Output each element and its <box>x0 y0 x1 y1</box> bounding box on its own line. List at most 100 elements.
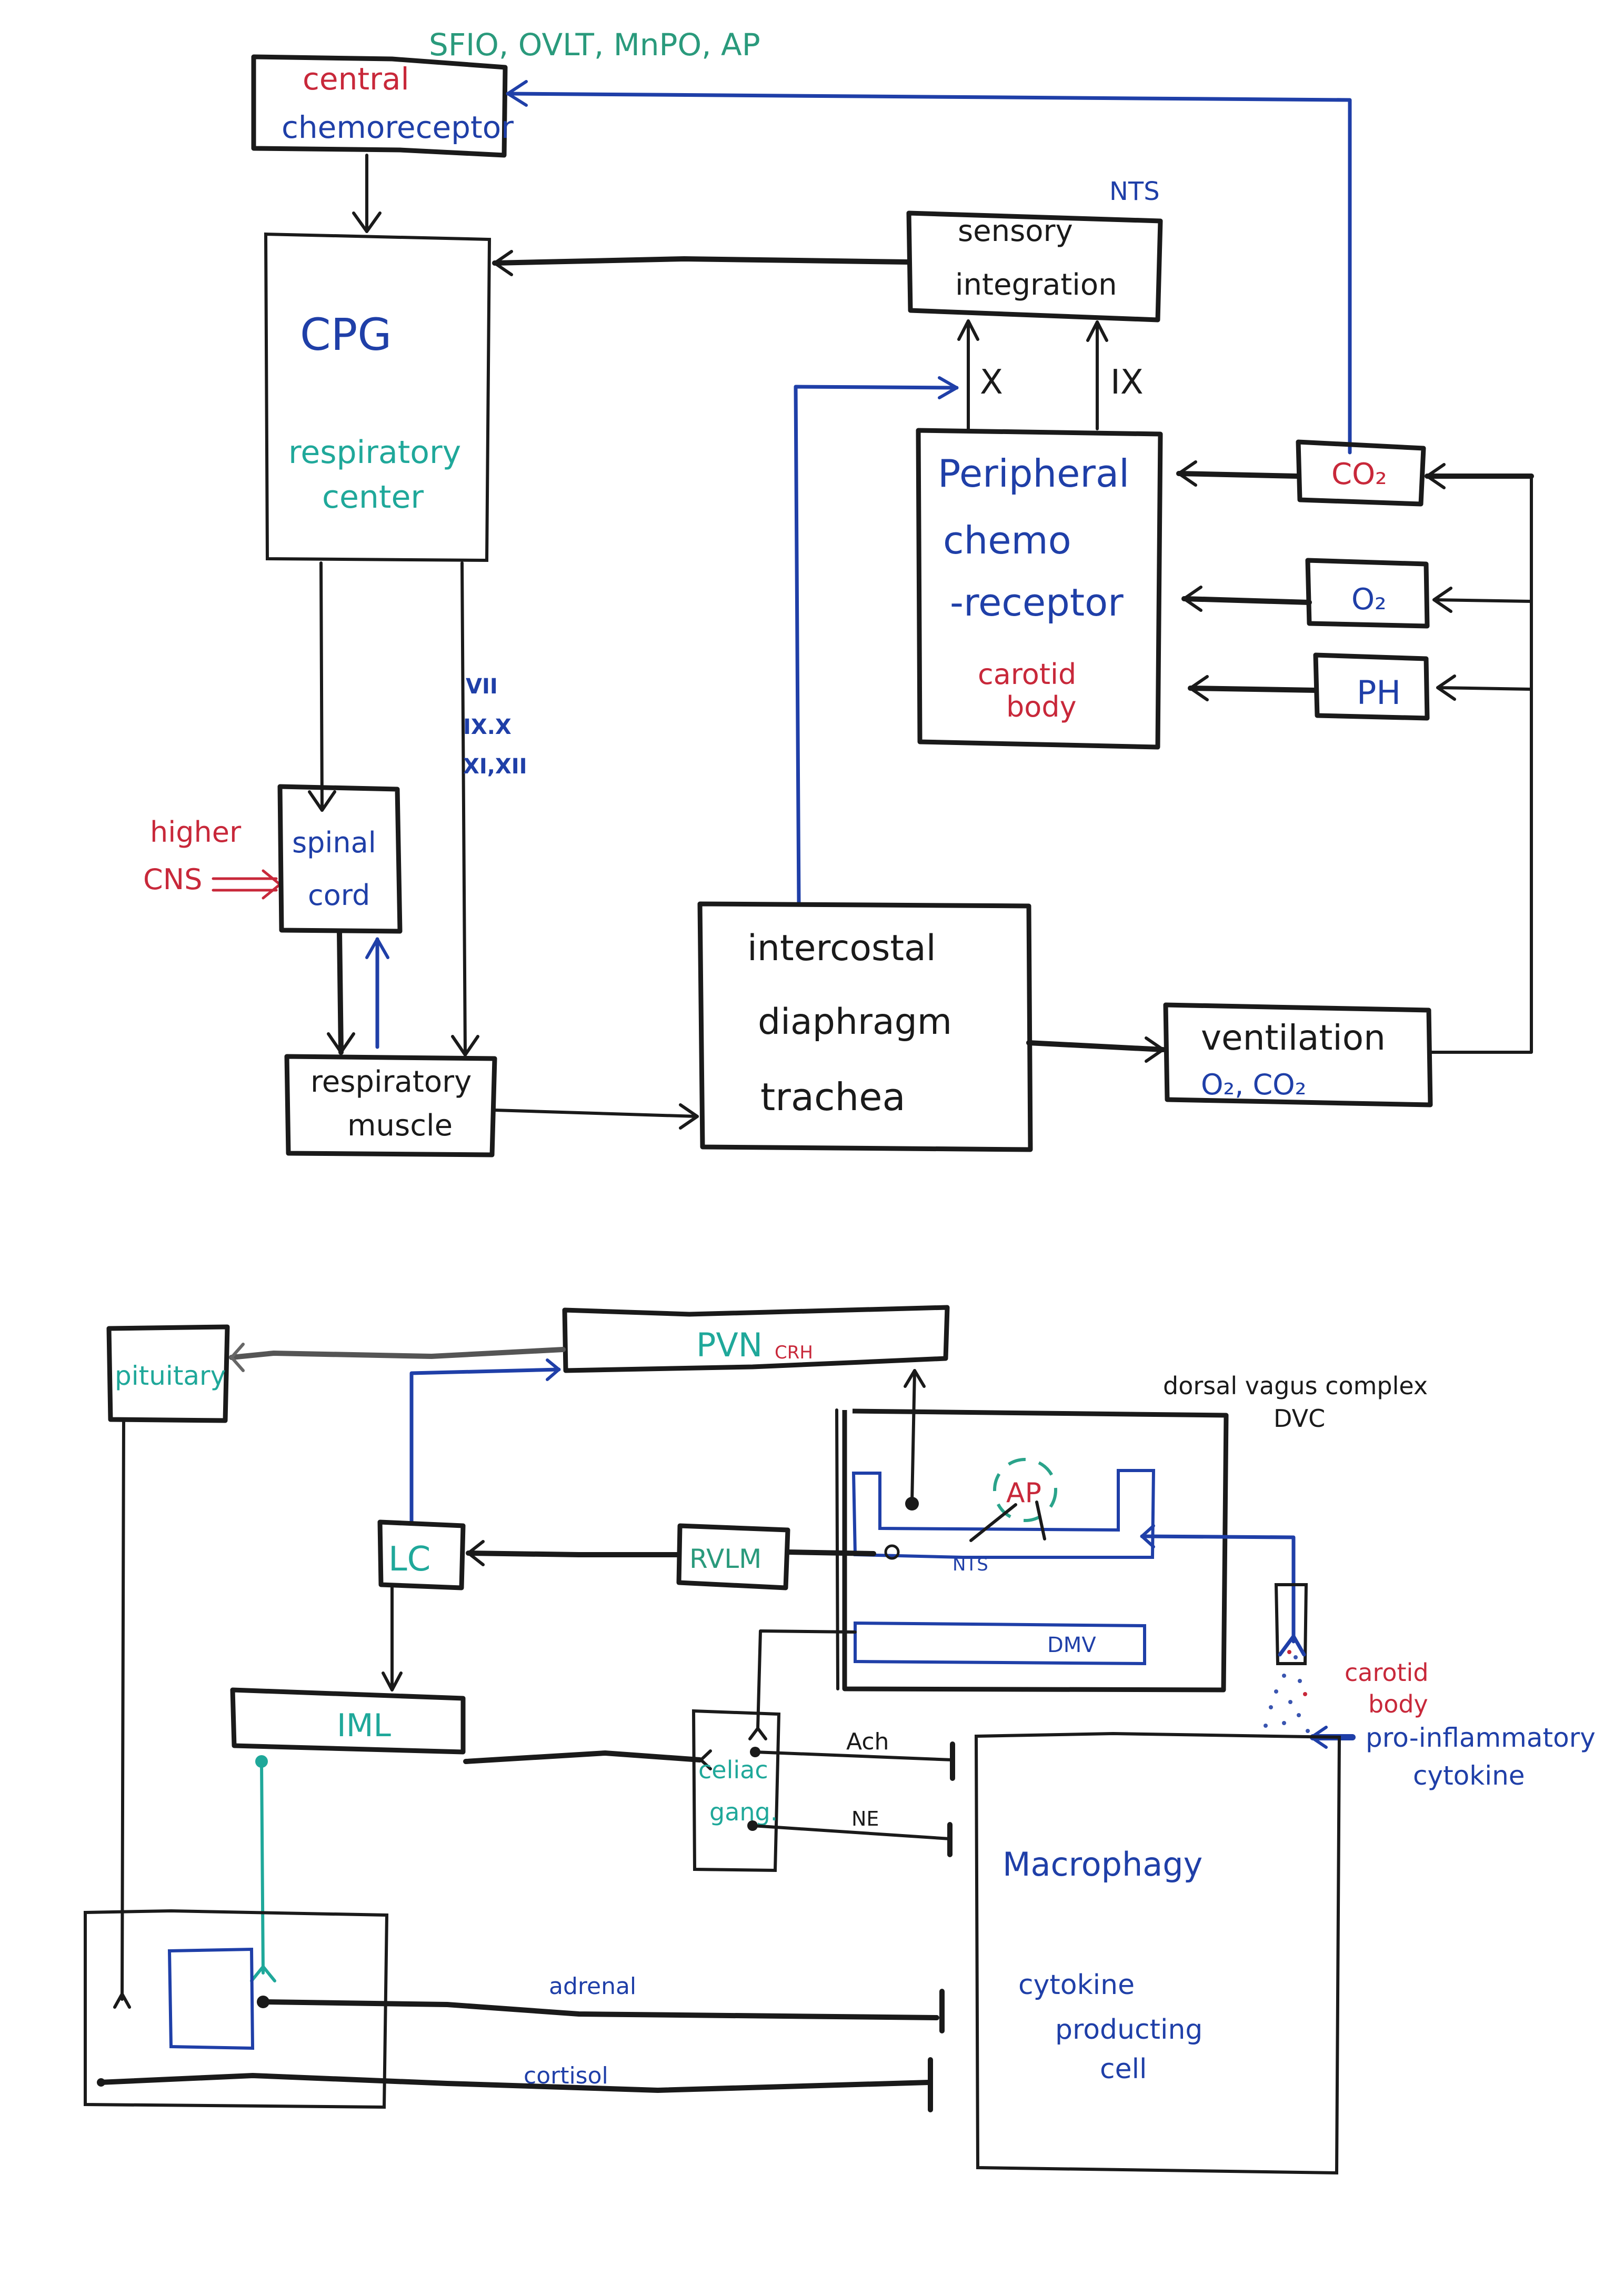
pvn-box: PVN CRH <box>562 1305 950 1373</box>
chemo-label: chemo <box>943 518 1071 562</box>
arrowhead-icon <box>546 1358 560 1381</box>
macrophage-title: Macrophagy <box>1003 1845 1202 1884</box>
adrenal-outer-box <box>84 1909 389 2109</box>
pvn-label: PVN <box>696 1326 763 1364</box>
o2-box: O₂ <box>1305 558 1430 629</box>
co2-to-peripheral-arrow <box>1176 471 1300 479</box>
co2-label: CO₂ <box>1331 457 1387 491</box>
arrowhead-icon <box>938 376 958 399</box>
ne-line <box>751 1824 951 1840</box>
ventilation-feedback-bus <box>1427 474 1533 1054</box>
carotid-label: carotid <box>978 658 1076 691</box>
arrowhead-icon <box>1182 586 1202 612</box>
cytokine-producing-line3: cell <box>1100 2053 1147 2085</box>
nts-region-label: NTS <box>1109 177 1160 206</box>
ach-line <box>754 1750 954 1761</box>
central-chemoreceptor-box: central chemoreceptor <box>251 54 514 158</box>
spinal-cord-box: spinal cord <box>277 784 403 934</box>
carotid-afferent-line <box>1140 1534 1296 1644</box>
ph-label: PH <box>1357 673 1401 712</box>
iml-box: IML <box>230 1687 466 1755</box>
nts-label: NTS <box>953 1554 988 1575</box>
cytokine-label: cytokine <box>1413 1760 1525 1791</box>
nts-region <box>851 1469 1156 1559</box>
cpg-to-muscle-arrow <box>460 561 467 1056</box>
fork-icon <box>699 1749 712 1770</box>
nts-lateral-line <box>835 1408 839 1690</box>
adrenal-label: adrenal <box>549 1973 636 2000</box>
arrowhead-icon <box>493 250 513 276</box>
integration-to-cpg-arrow <box>492 256 910 266</box>
diaphragm-label: diaphragm <box>758 1001 952 1043</box>
adrenal-medulla-box <box>167 1947 255 2050</box>
o2-to-peripheral-arrow <box>1181 596 1312 605</box>
dvc-abbrev: DVC <box>1274 1404 1325 1433</box>
cpg-to-spinal-arrow <box>319 561 324 812</box>
intercostal-label: intercostal <box>747 928 936 969</box>
fork-icon <box>250 1964 276 1982</box>
respiratory-muscle-box: respiratory muscle <box>284 1054 497 1157</box>
ach-label: Ach <box>846 1728 889 1755</box>
arrowhead-icon <box>382 1671 403 1691</box>
co2-box: CO₂ <box>1296 439 1426 507</box>
bus-to-o2-arrow <box>1432 598 1533 603</box>
cranial-nerve-ix-x-label: IX.X <box>463 715 512 739</box>
ventilation-gases-label: O₂, CO₂ <box>1201 1068 1306 1101</box>
circumventricular-sites-label: SFIO, OVLT, MnPO, AP <box>429 27 760 63</box>
pituitary-box: pituitary <box>106 1324 230 1423</box>
lc-box: LC <box>377 1519 466 1590</box>
macrophage-box: Macrophagy cytokine producting cell <box>974 1731 1341 2175</box>
dvc-title: dorsal vagus complex <box>1163 1372 1428 1400</box>
arrowhead-icon <box>904 1369 926 1388</box>
cranial-nerve-xi-xii-label: XI,XII <box>463 754 527 779</box>
ph-to-peripheral-arrow <box>1188 686 1318 693</box>
iml-to-adrenal-line <box>260 1761 265 1975</box>
cns-label: CNS <box>143 863 202 896</box>
celiac-label: celiac <box>698 1756 768 1784</box>
integration-label: integration <box>955 268 1117 302</box>
ne-label: NE <box>851 1807 879 1830</box>
cpg-box: CPG respiratory center <box>264 232 492 562</box>
dvc-box <box>842 1408 1229 1693</box>
arrowhead-icon <box>352 212 382 233</box>
crh-label: CRH <box>775 1342 813 1363</box>
respiration-diagram: central chemoreceptor SFIO, OVLT, MnPO, … <box>143 27 1534 1157</box>
arrowhead-icon <box>230 1343 245 1372</box>
rvlm-box: RVLM <box>676 1523 790 1590</box>
vagus-label: X <box>980 363 1003 402</box>
peripheral-chemoreceptor-box: Peripheral chemo -receptor carotid body <box>916 428 1163 750</box>
ap-to-nts-arrow-left <box>969 1503 1017 1542</box>
lc-label: LC <box>388 1540 430 1579</box>
o2-label: O₂ <box>1351 582 1387 617</box>
cpg-label: CPG <box>300 309 392 360</box>
cytokine-particles <box>1264 1650 1310 1733</box>
co2-to-central-line <box>506 92 1352 455</box>
nts-to-pvn-line <box>910 1369 916 1504</box>
peripheral-label: Peripheral <box>938 451 1129 496</box>
chemoreceptor-label: chemoreceptor <box>282 109 514 145</box>
central-label: central <box>303 61 409 97</box>
dmv-label: DMV <box>1047 1633 1096 1657</box>
lc-to-pvn-line <box>409 1367 561 1525</box>
cortisol-origin-dot <box>97 2078 105 2087</box>
higher-label: higher <box>150 815 242 849</box>
arrowhead-icon <box>327 1032 355 1054</box>
center-label: center <box>322 479 424 516</box>
ph-box: PH <box>1313 652 1430 721</box>
carotid-body-label-line2: body <box>1368 1690 1428 1718</box>
pro-inflammatory-label: pro-inflammatory <box>1366 1723 1596 1753</box>
arrowhead-icon <box>1189 675 1209 701</box>
spinal-label: spinal <box>292 826 376 859</box>
iml-to-celiac-line <box>463 1750 703 1764</box>
trachea-label: trachea <box>760 1075 906 1119</box>
arrowhead-icon <box>1426 463 1446 489</box>
area-postrema-circle <box>993 1458 1057 1522</box>
adrenal-line <box>263 1999 939 2020</box>
effector-feedback-line <box>794 385 959 906</box>
fork-icon <box>748 1727 767 1740</box>
gang-label: gang. <box>709 1798 778 1826</box>
ap-to-nts-arrow-right <box>1035 1501 1046 1540</box>
carotid-body-label-line1: carotid <box>1345 1658 1429 1687</box>
respiratory-muscle-line2: muscle <box>347 1109 453 1143</box>
ventilation-box: ventilation O₂, CO₂ <box>1163 1002 1433 1107</box>
